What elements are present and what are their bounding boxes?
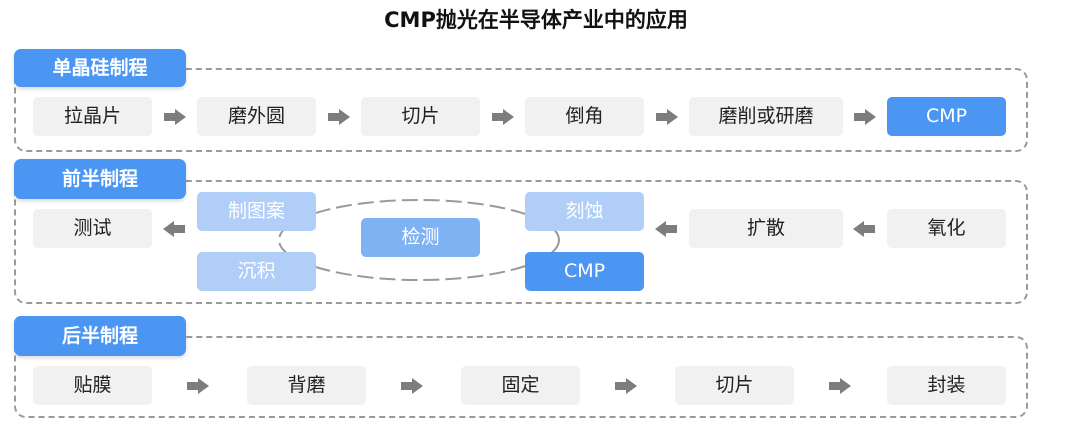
wafer-step-chamfering: 倒角 xyxy=(525,97,644,136)
wafer-step-slicing: 切片 xyxy=(361,97,480,136)
front-end-section xyxy=(14,180,1028,304)
right-arrow-icon xyxy=(615,378,637,394)
front-step-etching: 刻蚀 xyxy=(525,192,644,231)
right-arrow-icon xyxy=(401,378,423,394)
back-step-taping: 贴膜 xyxy=(33,366,152,405)
left-arrow-icon xyxy=(655,221,677,237)
front-step-lithography: 制图案 xyxy=(197,192,316,231)
back-step-dicing: 切片 xyxy=(675,366,794,405)
back-step-backgrinding: 背磨 xyxy=(247,366,366,405)
wafer-step-pulling: 拉晶片 xyxy=(33,97,152,136)
diagram-title: CMP抛光在半导体产业中的应用 xyxy=(384,8,688,32)
front-step-diffusion: 扩散 xyxy=(689,209,843,248)
right-arrow-icon xyxy=(829,378,851,394)
front-step-cmp: CMP xyxy=(525,252,644,291)
left-arrow-icon xyxy=(163,221,185,237)
right-arrow-icon xyxy=(492,109,514,125)
front-step-inspection: 检测 xyxy=(361,218,480,257)
front-step-deposition: 沉积 xyxy=(197,252,316,291)
right-arrow-icon xyxy=(164,109,186,125)
wafer-step-lapping: 磨削或研磨 xyxy=(689,97,843,136)
wafer-step-cmp: CMP xyxy=(887,97,1006,136)
right-arrow-icon xyxy=(187,378,209,394)
back-step-packaging: 封装 xyxy=(887,366,1006,405)
front-step-test: 测试 xyxy=(33,209,152,248)
front-step-oxidation: 氧化 xyxy=(887,209,1006,248)
back-end-tag: 后半制程 xyxy=(14,316,186,356)
right-arrow-icon xyxy=(328,109,350,125)
wafer-process-section xyxy=(14,68,1028,152)
wafer-process-tag: 单晶硅制程 xyxy=(14,49,186,87)
right-arrow-icon xyxy=(854,109,876,125)
back-end-section xyxy=(14,336,1028,418)
back-step-mounting: 固定 xyxy=(461,366,580,405)
right-arrow-icon xyxy=(656,109,678,125)
front-end-tag: 前半制程 xyxy=(14,159,186,199)
left-arrow-icon xyxy=(853,221,875,237)
wafer-step-grinding-od: 磨外圆 xyxy=(197,97,316,136)
